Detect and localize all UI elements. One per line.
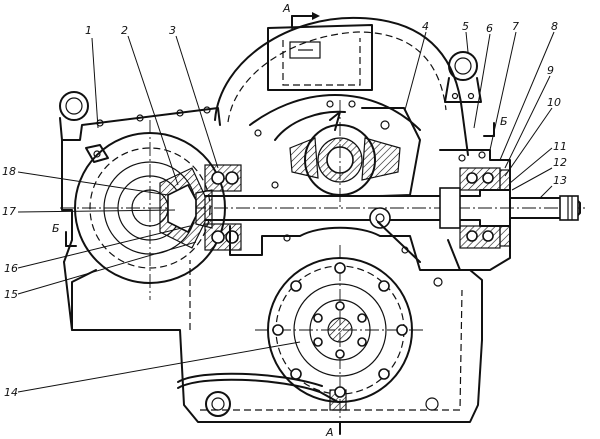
right-bearing-assembly — [439, 149, 511, 271]
middle-housing — [229, 207, 483, 341]
section-b-left: Б — [52, 222, 60, 235]
part-label-5: 5 — [462, 20, 469, 33]
upper-gear-cover — [214, 16, 482, 156]
part-label-1: 1 — [85, 24, 92, 37]
part-label-9: 9 — [547, 64, 554, 77]
part-label-13: 13 — [553, 174, 567, 187]
part-number-labels: 1 2 3 4 5 6 7 8 9 10 11 12 13 14 15 16 1… — [2, 20, 567, 399]
part-label-18: 18 — [2, 165, 16, 178]
left-bevel-housing — [59, 91, 221, 263]
part-label-10: 10 — [547, 96, 561, 109]
worm-wheel — [249, 94, 421, 210]
part-label-4: 4 — [422, 20, 429, 33]
leader-lines — [17, 31, 555, 393]
part-label-15: 15 — [4, 288, 18, 301]
part-label-17: 17 — [2, 205, 16, 218]
part-label-2: 2 — [121, 24, 128, 37]
part-label-11: 11 — [553, 140, 567, 153]
lower-housing — [63, 260, 483, 423]
part-label-3: 3 — [169, 24, 176, 37]
bevel-pinion — [159, 167, 213, 249]
left-bearing — [204, 164, 242, 251]
section-markers — [65, 12, 495, 435]
section-a-top: А — [282, 2, 291, 15]
section-a-bottom: А — [325, 426, 334, 439]
part-label-6: 6 — [486, 22, 493, 35]
part-label-7: 7 — [512, 20, 519, 33]
part-label-14: 14 — [4, 386, 18, 399]
part-label-8: 8 — [551, 20, 558, 33]
part-label-12: 12 — [553, 156, 567, 169]
output-flange — [255, 245, 425, 430]
part-label-16: 16 — [4, 262, 18, 275]
section-b-right: Б — [500, 115, 508, 128]
section-letters: А А Б Б — [52, 2, 508, 439]
